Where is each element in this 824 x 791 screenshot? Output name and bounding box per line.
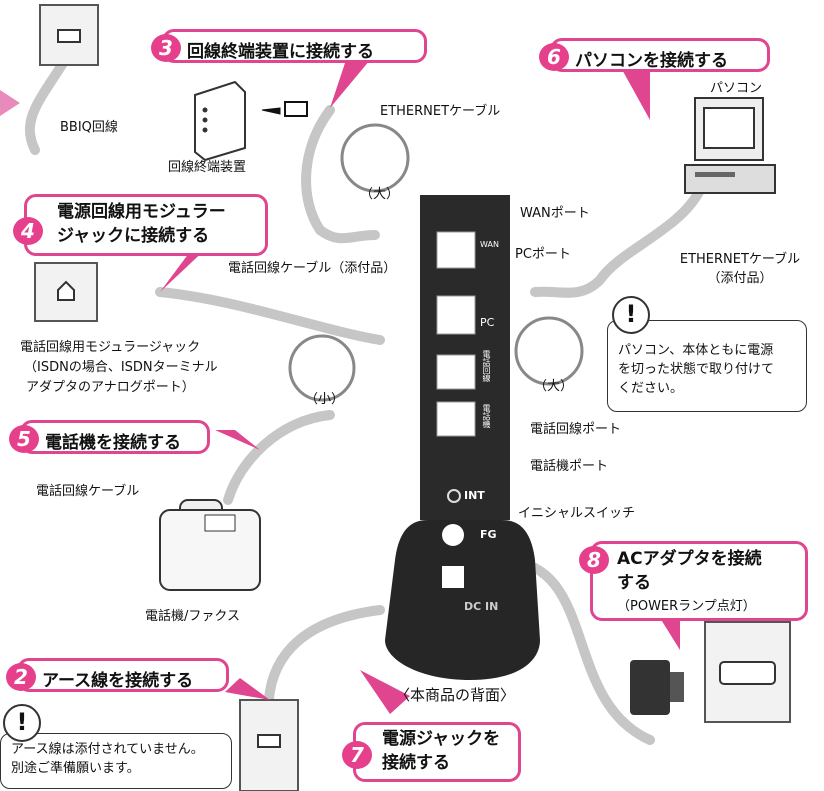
line-port-label: 電話回線ポート xyxy=(530,422,622,437)
step-4-number: 4 xyxy=(13,217,43,245)
step-7-number: 7 xyxy=(342,741,372,769)
onu-icon xyxy=(194,80,246,162)
earth-note: アース線は添付されていません。 別途ご準備願います。 xyxy=(0,733,232,789)
back-of-unit-label: 〈本商品の背面〉 xyxy=(395,686,516,704)
step-2-number: 2 xyxy=(6,663,36,691)
ethernet-cable-included-label: ETHERNETケーブル（添付品） xyxy=(679,252,801,286)
phone-cable-label: 電話回線ケーブル xyxy=(36,484,140,499)
phone-cable-included-label: 電話回線ケーブル（添付品） xyxy=(228,261,397,276)
plug-size-large-1: （大） xyxy=(360,187,400,202)
device-body xyxy=(385,195,540,680)
warning-icon: ! xyxy=(3,704,41,742)
step-4-title-1: 電源回線用モジュラー xyxy=(57,202,226,222)
onu-label: 回線終端装置 xyxy=(168,160,247,175)
ethernet-cable-label: ETHERNETケーブル xyxy=(380,104,501,119)
step-5-title: 電話機を接続する xyxy=(45,433,181,453)
pc-power-note: パソコン、本体ともに電源 を切った状態で取り付けて ください。 xyxy=(607,320,807,412)
step-8-number: 8 xyxy=(579,546,609,574)
initial-switch-label: イニシャルスイッチ xyxy=(518,506,636,521)
plug-size-large-2: （大） xyxy=(534,379,574,394)
step-2-callout: 2 アース線を接続する xyxy=(6,658,229,692)
bbiq-line-label: BBIQ回線 xyxy=(60,120,118,135)
phone-icon xyxy=(159,499,261,591)
step-8-callout: 8 ACアダプタを接続 する （POWERランプ点灯） xyxy=(579,541,808,621)
device-dcin-text: DC IN xyxy=(464,600,499,613)
phone-port-label: 電話機ポート xyxy=(530,459,609,474)
step-7-title-1: 電源ジャックを xyxy=(382,729,501,749)
device-pc-text: PC xyxy=(480,316,495,329)
step-6-number: 6 xyxy=(539,43,569,71)
step-8-subtitle: （POWERランプ点灯） xyxy=(617,599,756,614)
step-7-callout: 7 電源ジャックを 接続する xyxy=(342,722,521,782)
step-4-callout: 4 電源回線用モジュラー ジャックに接続する xyxy=(13,194,268,256)
pc-icon xyxy=(684,97,776,194)
arrow-icon xyxy=(0,90,20,116)
plug-zoom-large-2 xyxy=(514,316,584,386)
step-5-callout: 5 電話機を接続する xyxy=(9,420,210,454)
step-3-number: 3 xyxy=(151,34,181,62)
step-8-title-2: する xyxy=(617,573,651,593)
outlet-icon xyxy=(704,621,791,723)
ac-adapter-icon xyxy=(630,660,684,715)
wall-plate-icon xyxy=(39,4,99,66)
warning-icon: ! xyxy=(612,296,650,334)
pc-port-label: PCポート xyxy=(515,247,571,262)
device-line-text: 電話回線 xyxy=(482,350,491,382)
device-int-text: INT xyxy=(464,489,485,502)
earth-terminal-icon xyxy=(239,699,299,791)
modular-jack-label: 電話回線用モジュラージャック （ISDNの場合、ISDNターミナル アダプタのア… xyxy=(20,340,218,395)
step-6-title: パソコンを接続する xyxy=(575,51,728,71)
step-2-title: アース線を接続する xyxy=(42,671,194,691)
device-fg-text: FG xyxy=(480,528,497,541)
plug-size-small: （小） xyxy=(305,392,345,407)
pc-label: パソコン xyxy=(710,81,763,96)
step-4-title-2: ジャックに接続する xyxy=(57,226,210,246)
step-8-title-1: ACアダプタを接続 xyxy=(617,549,762,569)
device-wan-text: WAN xyxy=(480,240,499,249)
modular-jack-icon xyxy=(34,262,98,322)
phone-fax-label: 電話機/ファクス xyxy=(145,609,240,624)
wan-port-label: WANポート xyxy=(520,206,590,221)
step-5-number: 5 xyxy=(9,425,39,453)
step-3-callout: 3 回線終端装置に接続する xyxy=(151,29,427,63)
plug-zoom-small xyxy=(288,334,356,402)
device-tel-text: 電話機 xyxy=(482,404,491,428)
step-6-callout: 6 パソコンを接続する xyxy=(539,38,770,72)
step-3-title: 回線終端装置に接続する xyxy=(187,42,374,62)
step-7-title-2: 接続する xyxy=(382,753,450,773)
plug-zoom-large-1 xyxy=(340,123,410,193)
